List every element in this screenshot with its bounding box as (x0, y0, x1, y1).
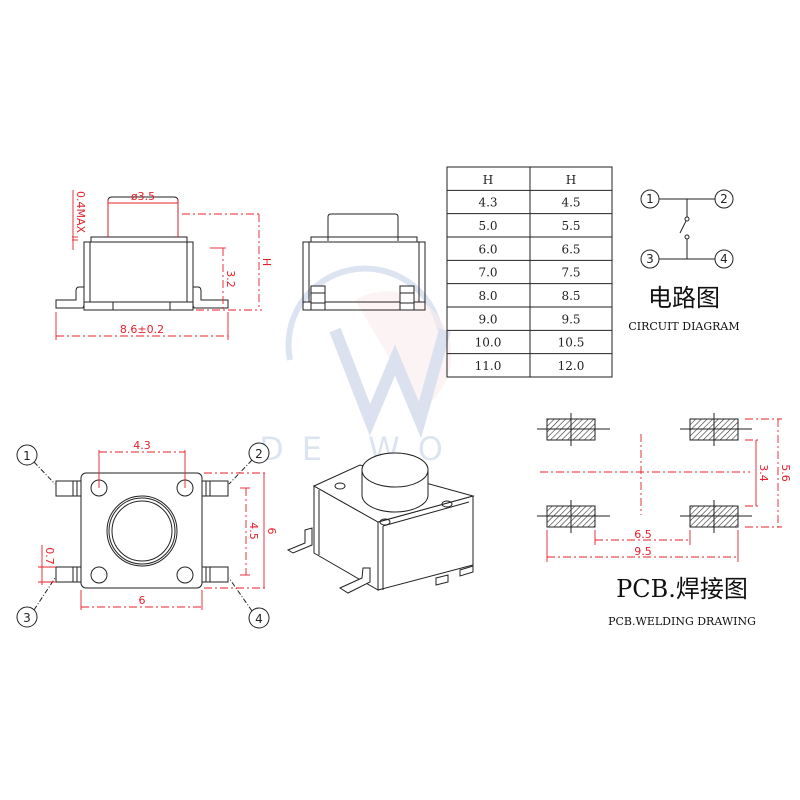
side-view-front (55, 196, 229, 311)
table-cell: 6.0 (478, 242, 497, 256)
dim-pcb-inner-x: 6.5 (634, 528, 652, 541)
dim-body-height: 6 (265, 528, 278, 535)
table-cell: 6.5 (561, 242, 580, 256)
circuit-pin-3: 3 (640, 249, 660, 269)
svg-text:3: 3 (23, 611, 31, 625)
table-cell: 12.0 (558, 359, 585, 373)
circuit-title-en: CIRCUIT DIAGRAM (628, 320, 739, 333)
circuit-pin-1: 1 (640, 189, 660, 209)
pin-label-1: 1 (16, 444, 38, 466)
dim-pin-spacing-x: 4.3 (133, 439, 151, 452)
svg-text:2: 2 (255, 447, 263, 461)
circuit-pin-4: 4 (714, 249, 734, 269)
svg-text:4: 4 (255, 612, 263, 626)
table-cell: 8.5 (561, 289, 580, 303)
dim-button-diameter: ø3.5 (131, 190, 155, 203)
pcb-layout: 3.4 5.6 6.5 9.5 PCB.焊接图 PCB.WELDING DRAW… (537, 413, 792, 628)
table-cell: 11.0 (475, 359, 502, 373)
dim-max-travel: 0.4MAX (74, 191, 87, 234)
table-cell: 7.0 (478, 266, 497, 280)
dim-pin-spacing-y: 4.5 (247, 522, 260, 540)
isometric-view (286, 452, 475, 594)
table-cell: 10.5 (558, 336, 585, 350)
dim-height: H (260, 258, 273, 266)
pin-label-3: 3 (16, 606, 38, 628)
table-cell: 8.0 (478, 289, 497, 303)
circuit-diagram: 1 2 3 4 电路图 CIRCUIT DIAGRAM (628, 189, 740, 333)
side-view-side (302, 213, 426, 311)
table-cell: 5.0 (478, 219, 497, 233)
table-cell: 10.0 (475, 336, 502, 350)
pcb-title-en: PCB.WELDING DRAWING (608, 615, 756, 628)
pin-label-2: 2 (248, 442, 270, 464)
watermark-logo: DE WO (259, 265, 461, 468)
svg-text:1: 1 (646, 192, 654, 206)
svg-text:2: 2 (720, 192, 728, 206)
top-view: 1 2 3 4 (16, 442, 270, 629)
pcb-title-cn: PCB.焊接图 (616, 575, 748, 603)
lead (55, 480, 229, 583)
dim-lead-width: 0.7 (43, 547, 56, 565)
table-cell: 7.5 (561, 266, 580, 280)
side-view-dimensions: ø3.5 H 3.2 8.6±0.2 0.4MAX (55, 190, 273, 340)
table-cell: 9.0 (478, 312, 497, 326)
table-cell: 9.5 (561, 312, 580, 326)
svg-text:4: 4 (720, 252, 728, 266)
dim-width: 8.6±0.2 (120, 323, 164, 336)
circuit-pin-2: 2 (714, 189, 734, 209)
pin-label-4: 4 (248, 607, 270, 629)
dim-pcb-inner-y: 3.4 (757, 464, 770, 482)
table-header: H (566, 173, 576, 187)
dim-body-width: 6 (139, 594, 146, 607)
dim-body-height: 3.2 (224, 270, 237, 288)
table-cell: 4.5 (561, 196, 580, 210)
watermark-text: DE WO (259, 430, 461, 468)
svg-text:3: 3 (646, 252, 654, 266)
table-cell: 5.5 (561, 219, 580, 233)
dim-pcb-outer-y: 5.6 (779, 464, 792, 482)
table-cell: 4.3 (478, 196, 497, 210)
dim-pcb-outer-x: 9.5 (634, 545, 652, 558)
top-view-dimensions: 4.3 6 4.5 6 0.7 (38, 439, 278, 610)
circuit-title-cn: 电路图 (648, 284, 720, 312)
height-table: H H 4.3 4.5 5.0 5.5 6.0 6.5 7.0 7.5 8.0 8.5 9.0 9.5 10… (446, 166, 613, 378)
svg-text:1: 1 (23, 449, 31, 463)
table-header: H (483, 173, 493, 187)
